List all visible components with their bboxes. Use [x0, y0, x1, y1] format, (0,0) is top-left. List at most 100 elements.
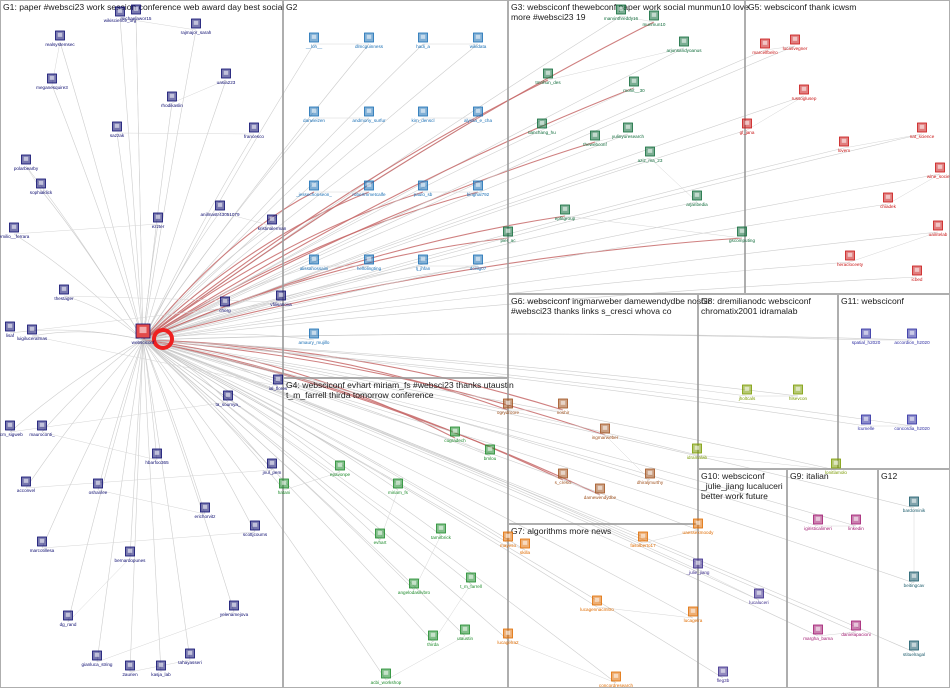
node-rhodikaslin[interactable]: rhodikaslin	[161, 91, 183, 108]
node-ogrydroore[interactable]: ogrydroore	[497, 398, 520, 415]
node-hbarfoo365[interactable]: hbarfoo365	[145, 448, 169, 465]
node-bmlou[interactable]: bmlou	[484, 444, 497, 461]
node-tamirbrick[interactable]: tamirbrick	[431, 523, 452, 540]
node-ial-flores[interactable]: ial_flores	[269, 374, 288, 391]
node-francesco[interactable]: francesco	[244, 122, 264, 139]
node-dcililg07[interactable]: dcililg07	[470, 254, 487, 271]
node-uasia223[interactable]: uasia223	[217, 68, 236, 85]
node-lucagelra[interactable]: lucagelra	[684, 606, 703, 623]
node-jessechonseon[interactable]: _jessechonseon_	[295, 180, 332, 197]
node-dhiraljmurthy[interactable]: dhiraljmurthy	[637, 468, 664, 485]
node-arjanbedia[interactable]: arjanbedia	[686, 190, 708, 207]
node-erichorvitz[interactable]: erichorvitz	[195, 502, 217, 519]
node-danweizen[interactable]: danweizen	[303, 106, 325, 123]
node-rajmajor-sarah[interactable]: rajmajor_sarah	[181, 18, 212, 35]
node-accordion-h2020[interactable]: accordion_h2020	[894, 328, 930, 345]
node-2aurien[interactable]: 2aurien	[122, 660, 138, 677]
node-tmnhun-des[interactable]: tmnhun_des	[535, 68, 561, 85]
node-loh[interactable]: __loh__	[305, 32, 323, 49]
node-hlsevcon[interactable]: hlsevcon	[789, 384, 808, 401]
node-mayeso[interactable]: mayeso	[500, 531, 517, 548]
node-danielapacioni[interactable]: danielapacioni	[841, 620, 871, 637]
node-amaury-mujillo[interactable]: amaury_mujillo	[299, 328, 330, 345]
node-miriam-fs[interactable]: miriam_fs	[388, 478, 409, 495]
node-evhart[interactable]: evhart	[374, 528, 387, 545]
node-anilmastr43051079[interactable]: anilmastr43051079	[200, 200, 240, 217]
node-munmun10[interactable]: munmun10	[643, 10, 666, 27]
node-marvinthreddy16[interactable]: marvinthreddy16	[604, 4, 639, 21]
node-damewendydbe[interactable]: damewendydbe	[584, 483, 617, 500]
node-kasja-lab[interactable]: kasja_lab	[151, 660, 171, 677]
node-beitingcav[interactable]: beitingcav	[904, 571, 925, 588]
node-concordresearch[interactable]: concordresearch	[599, 671, 634, 688]
node-ezzter[interactable]: ezzter	[152, 212, 165, 229]
node-dg-rand[interactable]: dg_rand	[60, 610, 77, 627]
node-luigiluceralmas[interactable]: luigiluceralmas	[17, 324, 48, 341]
node-tahayasseri[interactable]: tahayasseri	[178, 648, 202, 665]
node-paulo-sb[interactable]: paulo_sb	[414, 180, 433, 197]
node-julie-jiang[interactable]: _julie_jiang	[686, 558, 710, 575]
node-thewebconf[interactable]: thewebconf	[583, 130, 607, 147]
node-wikiscience-org[interactable]: wikiscience_org	[104, 6, 137, 23]
node-cherg[interactable]: cherg	[219, 296, 231, 313]
node-heracloceety[interactable]: heracloceety	[837, 250, 864, 267]
node-hadi-a[interactable]: hadi_a	[416, 32, 430, 49]
node-hellolingting[interactable]: hellolingting	[357, 254, 382, 271]
node-nat-science[interactable]: nat_science	[910, 122, 935, 139]
node-s-cresci[interactable]: s_cresci	[555, 468, 572, 485]
node-utaustin[interactable]: utaustin	[457, 624, 474, 641]
node-oshanlee[interactable]: oshanlee	[89, 478, 108, 495]
node-alissahossaini[interactable]: alissahossaini	[300, 254, 329, 271]
node-mauroconti[interactable]: mauroconti_	[29, 420, 55, 437]
node-michaelawor15[interactable]: michaelawor15	[121, 4, 152, 21]
node-sophiaklick[interactable]: sophiaklick	[30, 178, 53, 195]
node-fasolberto17[interactable]: fasolberto17	[630, 531, 656, 548]
node-yelenamejova[interactable]: yelenamejova	[220, 600, 249, 617]
node-igiristicalimeri[interactable]: igiristicalimeri	[804, 514, 832, 531]
node-thirda[interactable]: thirda	[427, 630, 439, 647]
node-kristinalerman[interactable]: kristinalerman	[258, 214, 287, 231]
node-jholtcals[interactable]: jholtcals	[738, 384, 756, 401]
node-skilla[interactable]: skilla	[520, 538, 531, 555]
node-websciconf[interactable]: websciconf	[132, 323, 155, 345]
node-acbi-workshop[interactable]: acbi_workshop	[371, 668, 402, 685]
node-concordia-h2020[interactable]: concordia_h2020	[894, 414, 930, 431]
node-spatial-h2020[interactable]: spatial_h2020	[852, 328, 881, 345]
node-binghal792[interactable]: binghal792	[467, 180, 490, 197]
node-gl-jana[interactable]: gl_jana	[740, 118, 755, 135]
node-kim-denscl[interactable]: kim_denscl	[412, 106, 435, 123]
node-marcelfbelro[interactable]: marcelfbelro	[752, 38, 778, 55]
node-alyssa-e-cha[interactable]: alyssa_e_cha	[464, 106, 493, 123]
node-chiadek[interactable]: chiadek	[880, 192, 897, 209]
node-epavonpe[interactable]: epavonpe	[330, 460, 351, 477]
node-pier-ac[interactable]: pier_ac	[500, 226, 516, 243]
node-arjunsandyoanus[interactable]: arjunsandyoanus	[667, 36, 703, 53]
node-stituelragal[interactable]: stituelragal	[903, 640, 925, 657]
node-scottjcoums[interactable]: scottjcoums	[243, 520, 268, 537]
node-lisaf[interactable]: lisaf	[5, 321, 15, 338]
node-acconvel[interactable]: acconvel	[17, 476, 35, 493]
node-marcotillesa[interactable]: marcotillesa	[30, 536, 55, 553]
node-noshir[interactable]: noshir	[557, 398, 570, 415]
node-vfilisanova[interactable]: vfilisanova	[270, 290, 292, 307]
node-sazzak[interactable]: sazzak	[110, 121, 125, 138]
node-russoglusep[interactable]: russoglusep	[792, 84, 817, 101]
node-meganesquire3[interactable]: meganesquire3	[36, 73, 68, 90]
node-cugradech[interactable]: cugradech	[444, 426, 466, 443]
node-lucagennacmitro[interactable]: lucagennacmitro	[580, 595, 614, 612]
node-angelodasilvbro[interactable]: angelodasilvbro	[398, 578, 431, 595]
node-gianluca-string[interactable]: gianluca_string	[82, 650, 113, 667]
node-margha-bama[interactable]: margha_bama	[803, 624, 833, 641]
node-lucagelra2[interactable]: lucagelra2	[497, 628, 519, 645]
node-polarbearby[interactable]: polarbearby	[14, 154, 39, 171]
node-bernardopunes[interactable]: bernardopunes	[115, 546, 147, 563]
node-fleg3b[interactable]: fleg3b	[717, 666, 730, 683]
node-wikidata[interactable]: wikidata	[470, 32, 487, 49]
node-acm-sigweb[interactable]: acm_sigweb	[0, 420, 23, 437]
node-linkedin[interactable]: linkedin	[848, 514, 864, 531]
node-ingmarweber[interactable]: ingmarweber	[592, 423, 619, 440]
node-hatani[interactable]: hatani	[278, 478, 291, 495]
node-yulinyuresearch[interactable]: yulinyuresearch	[612, 122, 645, 139]
node-bardominik[interactable]: bardominik	[903, 496, 926, 513]
node-tianchang-hu[interactable]: tianchang_hu	[528, 118, 556, 135]
